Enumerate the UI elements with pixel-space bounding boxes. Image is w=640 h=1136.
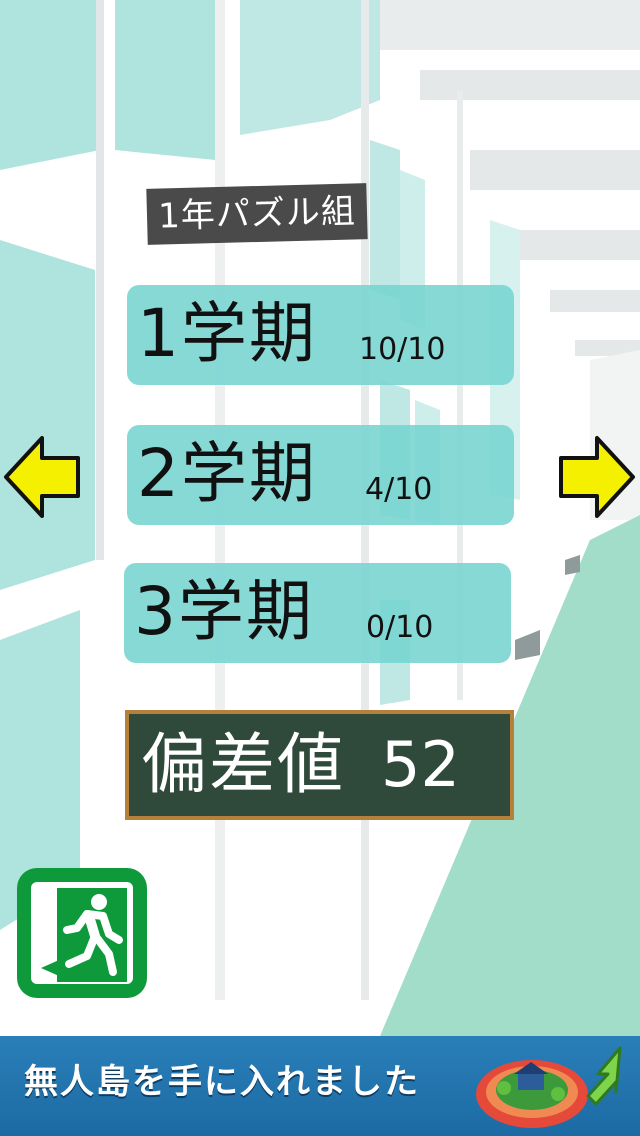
emergency-exit-icon [31,882,133,984]
term-button-1[interactable]: 1学期 10/10 [127,285,514,385]
term-name: 2学期 [137,435,317,512]
ad-banner[interactable]: 無人島を手に入れました [0,1036,640,1136]
term-progress: 10/10 [359,332,446,367]
term-button-2[interactable]: 2学期 4/10 [127,425,514,525]
term-progress: 0/10 [366,610,434,645]
ad-text: 無人島を手に入れました [24,1062,420,1102]
term-name: 3学期 [134,573,314,650]
score-label: 偏差値 [141,726,345,803]
right-arrow-icon[interactable] [557,432,637,522]
term-progress: 4/10 [365,472,433,507]
term-button-3[interactable]: 3学期 0/10 [124,563,511,663]
class-label: 1年パズル組 [146,183,368,245]
score-value: 52 [381,728,460,801]
island-icon [476,1046,622,1128]
term-name: 1学期 [137,295,317,372]
exit-button[interactable] [17,868,147,998]
left-arrow-icon[interactable] [2,432,82,522]
score-board: 偏差値 52 [125,710,514,820]
